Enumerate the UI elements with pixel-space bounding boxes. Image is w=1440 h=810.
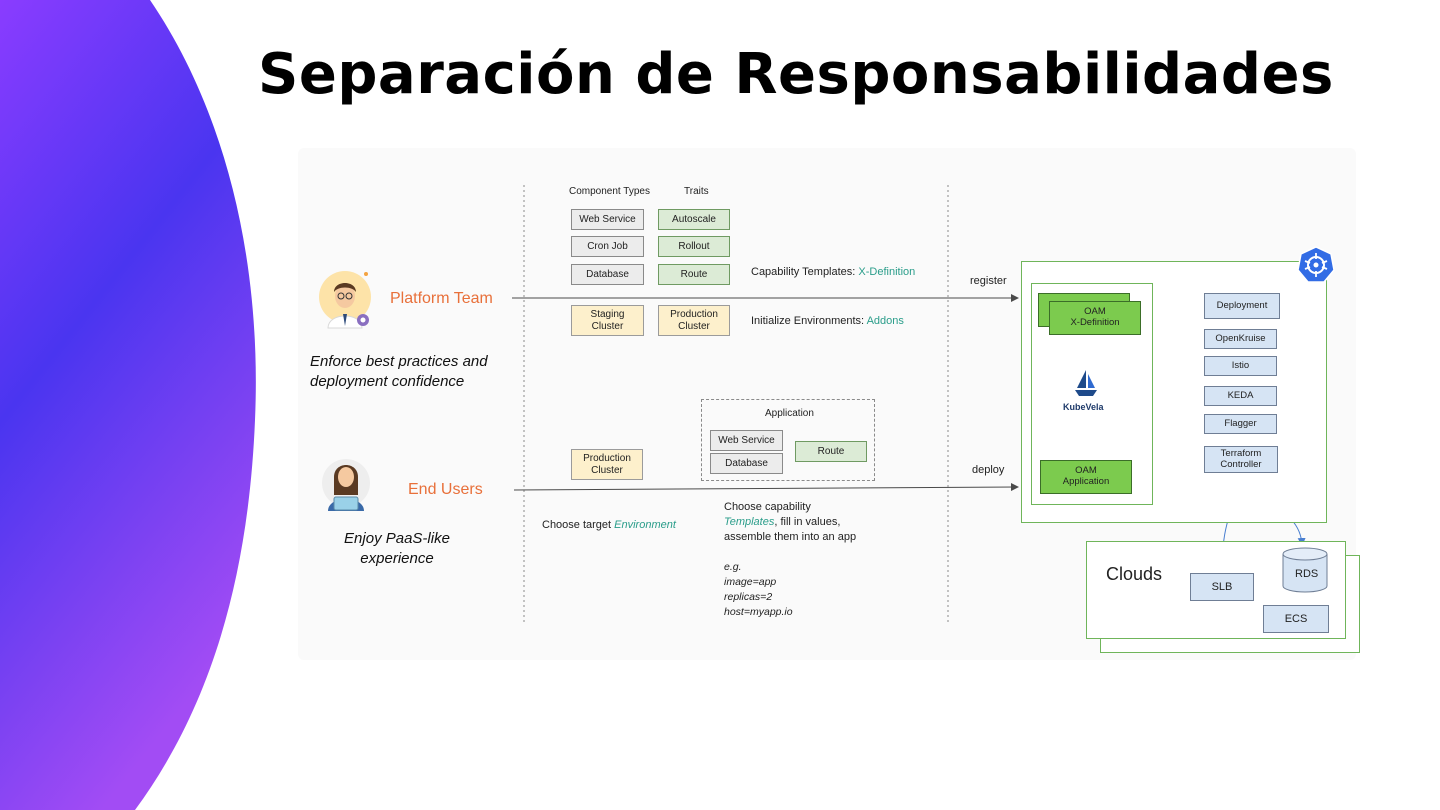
kubevela-boat-icon [1075,370,1097,396]
choose-capability-text: Choose capability Templates, fill in val… [724,501,857,543]
user-production-cluster: Production Cluster [571,449,643,480]
stack-terraform-controller: Terraform Controller [1204,446,1278,473]
deploy-label: deploy [972,464,1005,476]
component-database: Database [571,264,644,285]
platform-team-label: Platform Team [390,290,493,307]
oam-x-definition: OAM X-Definition [1049,301,1141,335]
capability-templates-caption: Capability Templates: X-Definition [751,266,916,278]
trait-route: Route [658,264,730,285]
application-group [701,399,875,481]
staging-cluster: Staging Cluster [571,305,644,336]
stack-deployment: Deployment [1204,293,1280,319]
stack-istio: Istio [1204,356,1277,376]
initialize-environments-caption: Initialize Environments: Addons [751,315,904,327]
app-web-service: Web Service [710,430,783,451]
end-users-description: Enjoy PaaS-like experience [344,530,450,567]
clouds-label: Clouds [1106,564,1163,584]
cloud-ecs: ECS [1263,605,1329,633]
cloud-rds: RDS [1295,568,1319,580]
example-values: e.g. image=app replicas=2 host=myapp.io [724,561,793,618]
end-users-avatar [322,459,370,511]
trait-autoscale: Autoscale [658,209,730,230]
application-label: Application [765,408,814,419]
stack-keda: KEDA [1204,386,1277,406]
trait-rollout: Rollout [658,236,730,257]
platform-team-avatar [319,271,371,329]
component-web-service: Web Service [571,209,644,230]
kubevela-label: KubeVela [1063,402,1104,412]
cloud-slb: SLB [1190,573,1254,601]
platform-team-description: Enforce best practices and deployment co… [310,353,488,390]
app-trait-route: Route [795,441,867,462]
app-database: Database [710,453,783,474]
rds-database-icon [1282,547,1328,593]
end-users-label: End Users [408,481,483,498]
stack-openkruise: OpenKruise [1204,329,1277,349]
decorative-gradient-shape [0,0,256,810]
traits-header: Traits [684,186,709,197]
kubernetes-icon [1297,246,1335,283]
component-cron-job: Cron Job [571,236,644,257]
production-cluster: Production Cluster [658,305,730,336]
choose-target-caption: Choose target Environment [542,519,676,531]
slide-title: Separación de Responsabilidades [258,42,1334,107]
stack-flagger: Flagger [1204,414,1277,434]
register-label: register [970,275,1007,287]
component-types-header: Component Types [569,186,650,197]
oam-application: OAM Application [1040,460,1132,494]
